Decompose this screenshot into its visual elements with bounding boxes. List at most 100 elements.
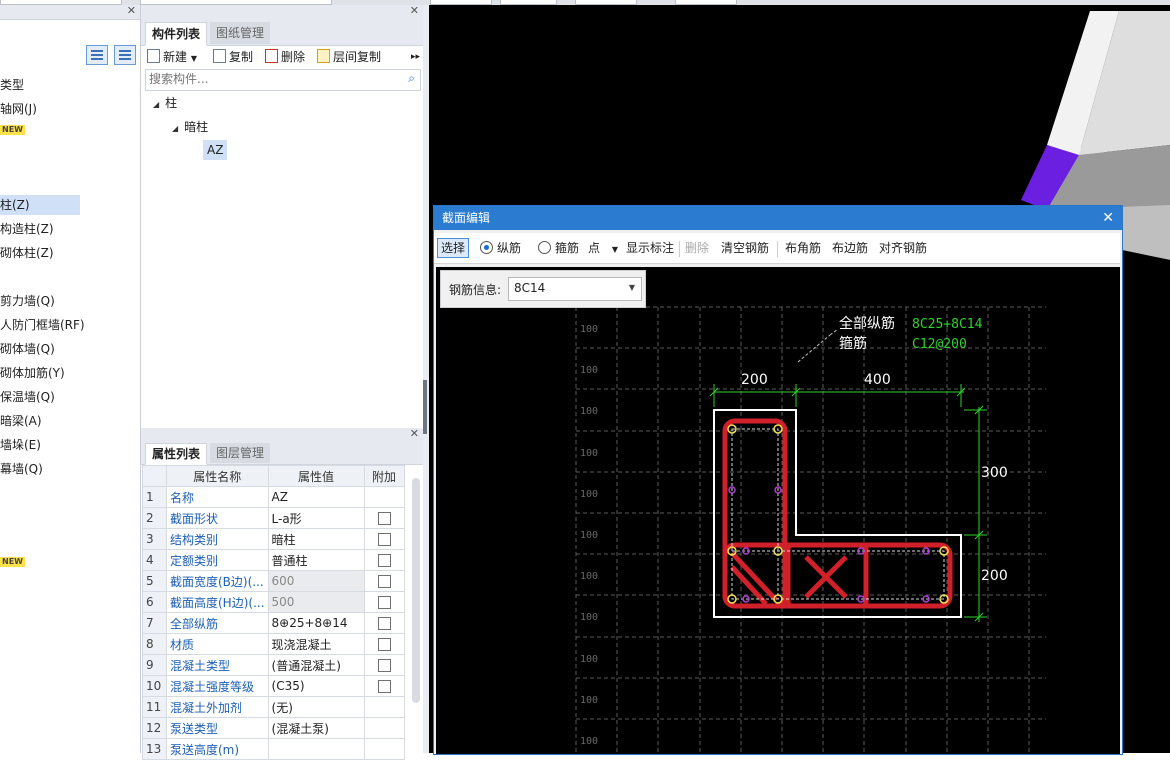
property-value[interactable]: (普通混凝土) xyxy=(267,654,365,676)
property-value[interactable]: (C35) xyxy=(267,675,365,697)
close-icon[interactable]: ✕ xyxy=(1102,210,1114,226)
top-field[interactable] xyxy=(430,0,492,5)
top-field[interactable] xyxy=(0,0,122,5)
tab-drawing-management[interactable]: 图纸管理 xyxy=(210,22,271,44)
close-icon[interactable]: ✕ xyxy=(126,4,136,17)
rebar-corner-marker[interactable] xyxy=(773,594,783,604)
rebar-edge-marker[interactable] xyxy=(742,595,750,603)
checkbox[interactable] xyxy=(377,512,391,525)
sidebar-item[interactable]: 柱(Z) xyxy=(0,195,80,215)
property-value[interactable]: (无) xyxy=(267,696,365,718)
checkbox[interactable] xyxy=(377,554,391,567)
sidebar-item[interactable]: 砌体柱(Z) xyxy=(0,246,54,260)
copy-button[interactable]: 复制 xyxy=(213,48,253,66)
splitter-grip[interactable] xyxy=(423,380,427,434)
sidebar-item[interactable]: 人防门框墙(RF) xyxy=(0,318,85,332)
sidebar-item[interactable]: 墙垛(E) xyxy=(0,438,41,452)
clear-rebar-button[interactable]: 清空钢筋 xyxy=(721,241,770,255)
top-field[interactable] xyxy=(575,0,637,5)
tab-property-list[interactable]: 属性列表 xyxy=(145,443,208,465)
tree-node-column[interactable]: ◢柱 xyxy=(153,93,177,115)
top-field[interactable] xyxy=(500,0,557,5)
align-rebar-button[interactable]: 对齐钢筋 xyxy=(879,241,928,255)
rebar-edge-marker[interactable] xyxy=(728,486,736,494)
close-icon[interactable]: ✕ xyxy=(409,427,419,440)
rebar-corner-marker[interactable] xyxy=(939,594,949,604)
sidebar-item[interactable]: 暗梁(A) xyxy=(0,414,42,428)
rebar-corner-marker[interactable] xyxy=(939,546,949,556)
property-value[interactable]: 8⊕25+8⊕14 xyxy=(267,612,365,634)
rebar-corner-marker[interactable] xyxy=(727,594,737,604)
checkbox[interactable] xyxy=(377,533,391,546)
rebar-corner-marker[interactable] xyxy=(773,546,783,556)
expand-icon[interactable]: ◢ xyxy=(153,100,160,109)
top-field[interactable] xyxy=(140,0,332,5)
checkbox[interactable] xyxy=(377,680,391,693)
more-arrow-icon[interactable]: ▸▸ xyxy=(411,52,421,62)
corner-rebar-button[interactable]: 布角筋 xyxy=(785,241,822,255)
property-value[interactable]: AZ xyxy=(267,486,365,508)
stirrup-radio[interactable]: 箍筋 xyxy=(538,239,579,257)
point-mode-dropdown[interactable]: 点 ▼ xyxy=(588,241,618,255)
sidebar-item[interactable]: 幕墙(Q) xyxy=(0,462,43,476)
rebar-edge-marker[interactable] xyxy=(857,547,865,555)
longitudinal-radio[interactable]: 纵筋 xyxy=(480,239,521,257)
property-value[interactable]: (混凝土泵) xyxy=(267,717,365,739)
delete-button[interactable]: 删除 xyxy=(685,241,710,255)
list-view-icon[interactable] xyxy=(86,45,108,65)
select-tool-button[interactable]: 选择 xyxy=(437,238,470,258)
show-label-button[interactable]: 显示标注 xyxy=(626,241,675,255)
rebar-corner-marker[interactable] xyxy=(727,424,737,434)
tree-node-hidden-column[interactable]: ◢暗柱 xyxy=(172,117,208,139)
checkbox[interactable] xyxy=(377,659,391,672)
rebar-edge-marker[interactable] xyxy=(922,595,930,603)
checkbox[interactable] xyxy=(377,575,391,588)
top-field[interactable] xyxy=(675,0,737,5)
sidebar-item[interactable]: 剪力墙(Q) xyxy=(0,294,55,308)
rebar-edge-marker[interactable] xyxy=(774,486,782,494)
property-value[interactable]: 现浇混凝土 xyxy=(267,633,365,655)
panel-splitter[interactable] xyxy=(423,5,429,753)
search-icon[interactable]: ⌕ xyxy=(408,71,415,85)
sidebar-item[interactable]: 轴网(J) xyxy=(0,102,37,116)
tab-component-list[interactable]: 构件列表 xyxy=(145,22,208,46)
rebar-edge-marker[interactable] xyxy=(922,547,930,555)
expand-icon[interactable]: ◢ xyxy=(172,124,179,133)
rebar-edge-marker[interactable] xyxy=(742,547,750,555)
tree-node-az[interactable]: AZ xyxy=(203,140,228,160)
sidebar-item[interactable]: 类型 xyxy=(0,78,25,92)
property-scrollbar[interactable] xyxy=(412,478,420,703)
sidebar-item[interactable]: 砌体墙(Q) xyxy=(0,342,55,356)
floor-copy-button[interactable]: 层间复制 xyxy=(317,48,381,66)
property-value[interactable]: 普通柱 xyxy=(267,549,365,571)
delete-button[interactable]: 删除 xyxy=(265,48,305,66)
sidebar-item[interactable]: 砌体加筋(Y) xyxy=(0,366,65,380)
rebar-corner-marker[interactable] xyxy=(773,424,783,434)
checkbox[interactable] xyxy=(377,596,391,609)
edge-rebar-button[interactable]: 布边筋 xyxy=(832,241,869,255)
search-input[interactable] xyxy=(146,70,402,88)
rebar-info-select[interactable]: 8C14 ▼ xyxy=(508,277,642,301)
property-value[interactable]: 暗柱 xyxy=(267,528,365,550)
property-value[interactable]: L-a形 xyxy=(267,507,365,529)
grid-view-icon[interactable] xyxy=(114,45,136,65)
property-value[interactable] xyxy=(267,738,365,760)
rebar-edge-marker[interactable] xyxy=(857,595,865,603)
checkbox[interactable] xyxy=(377,638,391,651)
close-icon[interactable]: ✕ xyxy=(409,4,419,17)
checkbox[interactable] xyxy=(377,617,391,630)
new-button[interactable]: 新建 ▼ xyxy=(147,48,197,66)
